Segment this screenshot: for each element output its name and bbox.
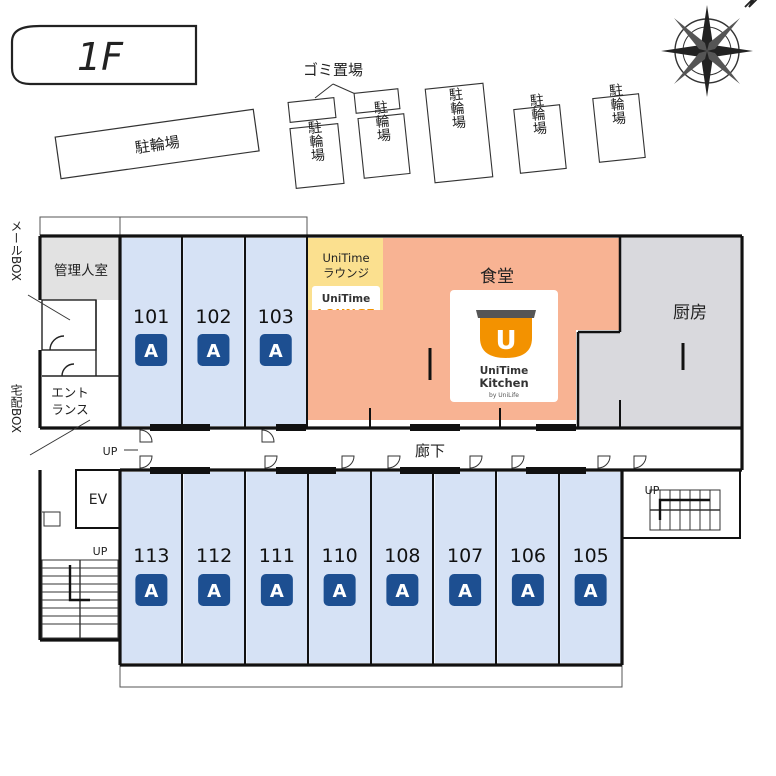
room-type-badge-110 [323, 574, 356, 606]
top-room-103 [245, 238, 306, 426]
room-number-108: 108 [384, 545, 420, 567]
room-number-112: 112 [196, 545, 232, 567]
bike-parking-1: 駐輪場 [54, 108, 260, 180]
lounge-title-2: ラウンジ [323, 266, 369, 280]
kitchen-area [578, 238, 740, 428]
room-type-105: A [584, 581, 598, 602]
bottom-room-110 [309, 472, 370, 663]
bike-parking-4: 駐輪場 [424, 82, 494, 184]
svg-text:駐輪場: 駐輪場 [371, 99, 391, 143]
room-type-badge-102 [197, 334, 230, 366]
room-type-110: A [333, 581, 347, 602]
ev-label: EV [89, 492, 108, 508]
room-type-102: A [206, 341, 220, 362]
right-stairs-up-label: UP [645, 484, 660, 497]
svg-text:UniTime: UniTime [480, 365, 528, 377]
kitchen-logo: U UniTime Kitchen by UniLife [450, 290, 558, 402]
door-swings [139, 429, 647, 469]
kitchen-label: 厨房 [673, 303, 707, 323]
room-type-badge-105 [574, 574, 607, 606]
bike-parking-6: 駐輪場 [592, 82, 646, 163]
dining-label: 食堂 [480, 267, 514, 287]
bottom-room-111 [246, 472, 308, 663]
compass-icon [661, 0, 758, 97]
top-room-101 [121, 238, 182, 426]
bottom-room-108 [372, 472, 433, 663]
lounge-title-1: UniTime [322, 251, 369, 265]
bottom-room-106 [497, 472, 559, 663]
entrance-label-1: エント [51, 385, 89, 400]
svg-text:駐輪場: 駐輪場 [606, 82, 626, 126]
svg-text:駐輪場: 駐輪場 [446, 86, 466, 130]
room-type-badge-101 [135, 334, 168, 366]
room-number-105: 105 [572, 545, 608, 567]
partitions-top [181, 236, 622, 428]
room-type-badge-103 [259, 334, 292, 366]
room-number-113: 113 [133, 545, 169, 567]
left-stairs [41, 559, 119, 639]
kitchen-logo-letter: U [495, 326, 516, 356]
room-number-111: 111 [259, 545, 295, 567]
door-bars [150, 424, 586, 474]
bike-parking-2: 駐輪場 [289, 119, 345, 189]
room-type-108: A [395, 581, 409, 602]
bike-parking-3: 駐輪場 [357, 99, 411, 179]
bottom-room-112 [183, 472, 245, 663]
garbage-area: ゴミ置場 [287, 61, 401, 123]
entrance-block [41, 299, 120, 377]
balcony-top [39, 216, 308, 236]
room-type-113: A [144, 581, 158, 602]
room-type-badge-107 [449, 574, 482, 606]
corridor-up-label: UP [103, 445, 118, 458]
room-number-101: 101 [133, 306, 169, 328]
room-type-106: A [521, 581, 535, 602]
room-number-102: 102 [195, 306, 231, 328]
svg-text:UniTime: UniTime [322, 293, 370, 305]
room-type-badge-106 [511, 574, 544, 606]
room-type-107: A [458, 581, 472, 602]
bike-parking-5: 駐輪場 [513, 92, 567, 174]
partitions-bottom [181, 470, 560, 665]
room-type-103: A [269, 341, 283, 362]
top-room-102 [183, 238, 244, 426]
manager-room-label: 管理人室 [54, 262, 108, 279]
delivery-box-label: 宅配BOX [9, 383, 23, 433]
garbage-label: ゴミ置場 [303, 61, 363, 79]
svg-text:駐輪場: 駐輪場 [527, 92, 547, 136]
room-type-111: A [270, 581, 284, 602]
room-type-badge-113 [135, 574, 168, 606]
room-type-112: A [207, 581, 221, 602]
room-type-badge-111 [260, 574, 293, 606]
svg-text:by UniLife: by UniLife [489, 392, 519, 399]
room-number-103: 103 [258, 306, 294, 328]
room-type-badge-112 [198, 574, 231, 606]
bottom-room-105 [560, 472, 621, 663]
bottom-room-113 [121, 472, 182, 663]
balcony-bottom [119, 664, 623, 688]
svg-text:Kitchen: Kitchen [479, 376, 528, 390]
room-number-106: 106 [510, 545, 546, 567]
entrance-label-2: ランス [51, 402, 88, 417]
elevator [75, 469, 121, 529]
bottom-room-107 [434, 472, 496, 663]
room-number-107: 107 [447, 545, 483, 567]
room-type-101: A [144, 341, 158, 362]
corridor-label: 廊下 [415, 442, 445, 460]
floor-label: 1F [77, 35, 124, 79]
right-stairs [621, 469, 741, 539]
manager-room [42, 238, 120, 300]
room-type-badge-108 [386, 574, 419, 606]
mail-box-label: メールBOX [9, 220, 23, 281]
floor-badge: 1F [10, 24, 198, 86]
room-number-110: 110 [321, 545, 357, 567]
svg-text:駐輪場: 駐輪場 [305, 119, 325, 163]
left-stairs-up-label: UP [93, 545, 108, 558]
